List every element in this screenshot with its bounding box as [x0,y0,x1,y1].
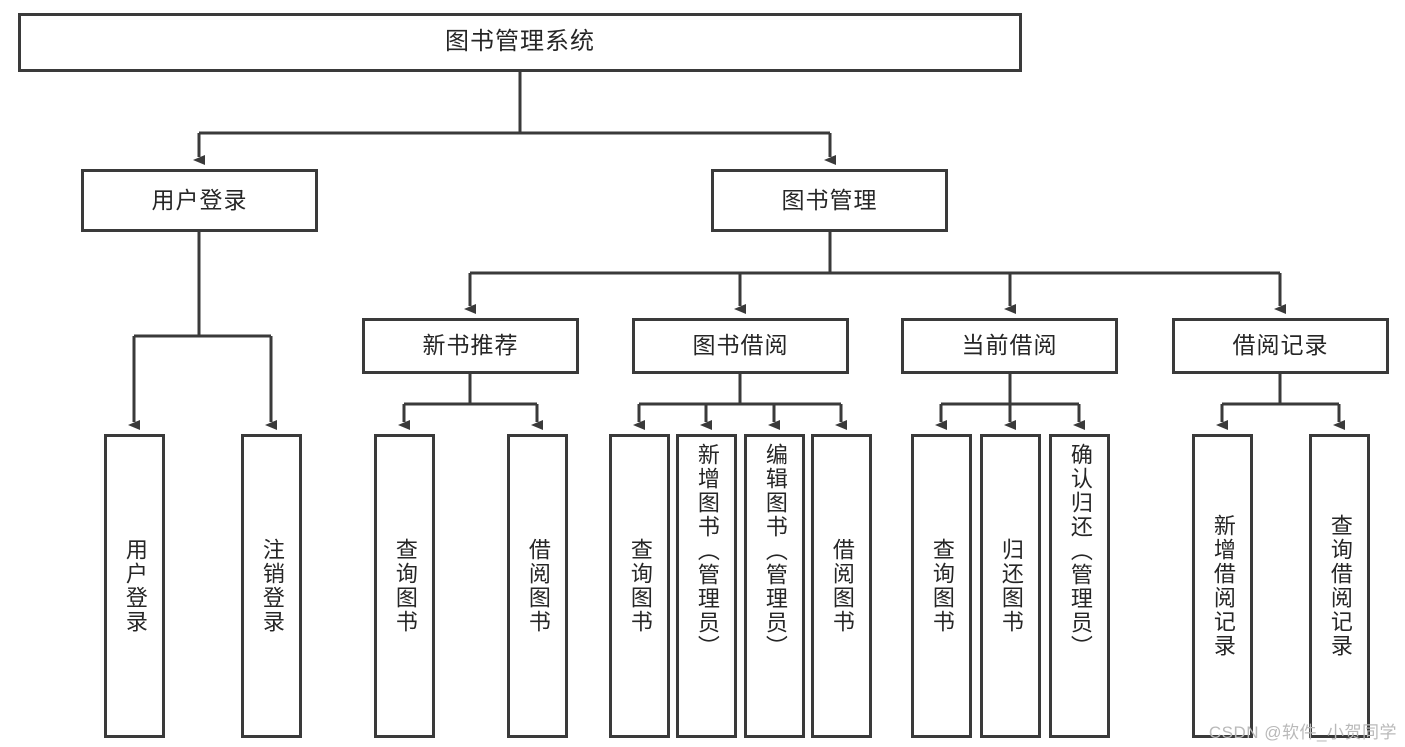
node-label: 新增图书（管理员） [694,443,720,659]
node-label: 编辑图书（管理员） [762,443,788,659]
node-label: 图书借阅 [692,332,789,359]
leaf-edit-book[interactable]: 编辑图书（管理员） [744,434,805,738]
node-label: 借阅图书 [525,538,551,634]
node-label: 用户登录 [151,186,248,213]
leaf-add-record[interactable]: 新增借阅记录 [1192,434,1253,738]
node-label: 查询借阅记录 [1327,514,1353,658]
leaf-confirm-return[interactable]: 确认归还（管理员） [1049,434,1110,738]
leaf-query-book-2[interactable]: 查询图书 [609,434,670,738]
node-label: 确认归还（管理员） [1067,443,1093,659]
leaf-return-book[interactable]: 归还图书 [980,434,1041,738]
node-label: 新书推荐 [422,332,519,359]
node-label: 归还图书 [998,538,1024,634]
leaf-query-record[interactable]: 查询借阅记录 [1309,434,1370,738]
leaf-borrow-book-2[interactable]: 借阅图书 [811,434,872,738]
node-label: 借阅图书 [829,538,855,634]
node-label: 查询图书 [627,538,653,634]
node-label: 图书管理 [781,186,878,213]
leaf-user-login[interactable]: 用户登录 [104,434,165,738]
node-label: 借阅记录 [1232,332,1329,359]
leaf-query-book-3[interactable]: 查询图书 [911,434,972,738]
node-current-borrow[interactable]: 当前借阅 [901,318,1118,374]
node-label: 注销登录 [259,538,285,634]
node-book-borrow[interactable]: 图书借阅 [632,318,849,374]
node-book-management[interactable]: 图书管理 [711,169,948,232]
node-label: 用户登录 [122,538,148,634]
leaf-user-logout[interactable]: 注销登录 [241,434,302,738]
node-label: 新增借阅记录 [1210,514,1236,658]
node-label: 查询图书 [392,538,418,634]
leaf-add-book[interactable]: 新增图书（管理员） [676,434,737,738]
leaf-borrow-book-1[interactable]: 借阅图书 [507,434,568,738]
watermark-text: CSDN @软件_小贺同学 [1208,723,1397,742]
node-label: 查询图书 [929,538,955,634]
node-label: 当前借阅 [961,332,1058,359]
node-user-login[interactable]: 用户登录 [81,169,318,232]
node-new-book-recommend[interactable]: 新书推荐 [362,318,579,374]
node-root-system[interactable]: 图书管理系统 [18,13,1022,72]
leaf-query-book-1[interactable]: 查询图书 [374,434,435,738]
node-label: 图书管理系统 [445,28,595,56]
node-borrow-record[interactable]: 借阅记录 [1172,318,1389,374]
